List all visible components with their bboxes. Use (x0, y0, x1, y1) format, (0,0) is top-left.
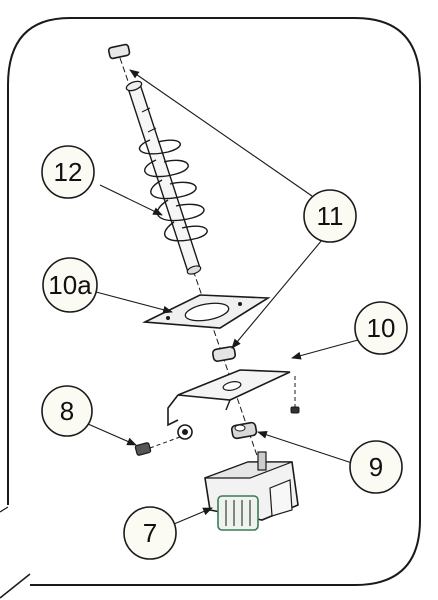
part-12-auger (125, 80, 208, 275)
callout-7: 7 (123, 506, 177, 560)
leader-lines (87, 69, 359, 525)
callout-12: 12 (41, 145, 95, 199)
callout-7-label: 7 (143, 518, 157, 548)
callout-12-label: 12 (54, 157, 83, 187)
part-10a-gasket (142, 294, 271, 329)
part-9-coupler (230, 421, 258, 440)
callout-8: 8 (41, 385, 93, 437)
diagram-frame (30, 17, 421, 586)
leader-11-top (129, 69, 313, 197)
callout-10-label: 10 (367, 313, 396, 343)
diagram-frame-left (7, 17, 71, 505)
leader-12 (99, 184, 163, 216)
callout-11: 11 (303, 189, 357, 243)
leader-7 (173, 507, 213, 525)
callout-10: 10 (354, 301, 408, 355)
part-10-bracket (167, 369, 300, 440)
part-8-screw (134, 436, 181, 456)
callout-9: 9 (349, 440, 403, 494)
leader-10 (291, 339, 359, 360)
callout-11-label: 11 (317, 201, 344, 231)
callout-9-label: 9 (369, 452, 383, 482)
leader-9 (257, 431, 353, 464)
callout-8-label: 8 (60, 396, 74, 426)
leader-10a (95, 291, 173, 314)
part-11-top-cap (107, 43, 131, 60)
leader-11-mid (231, 239, 323, 349)
frame-corner-tick-2 (0, 506, 9, 513)
part-7-gear-motor (204, 451, 299, 531)
frame-corner-tick (0, 573, 31, 599)
leader-8 (87, 423, 137, 446)
callout-10a: 10a (42, 257, 98, 313)
part-11-bushing (211, 346, 237, 362)
callout-10a-label: 10a (48, 270, 92, 300)
